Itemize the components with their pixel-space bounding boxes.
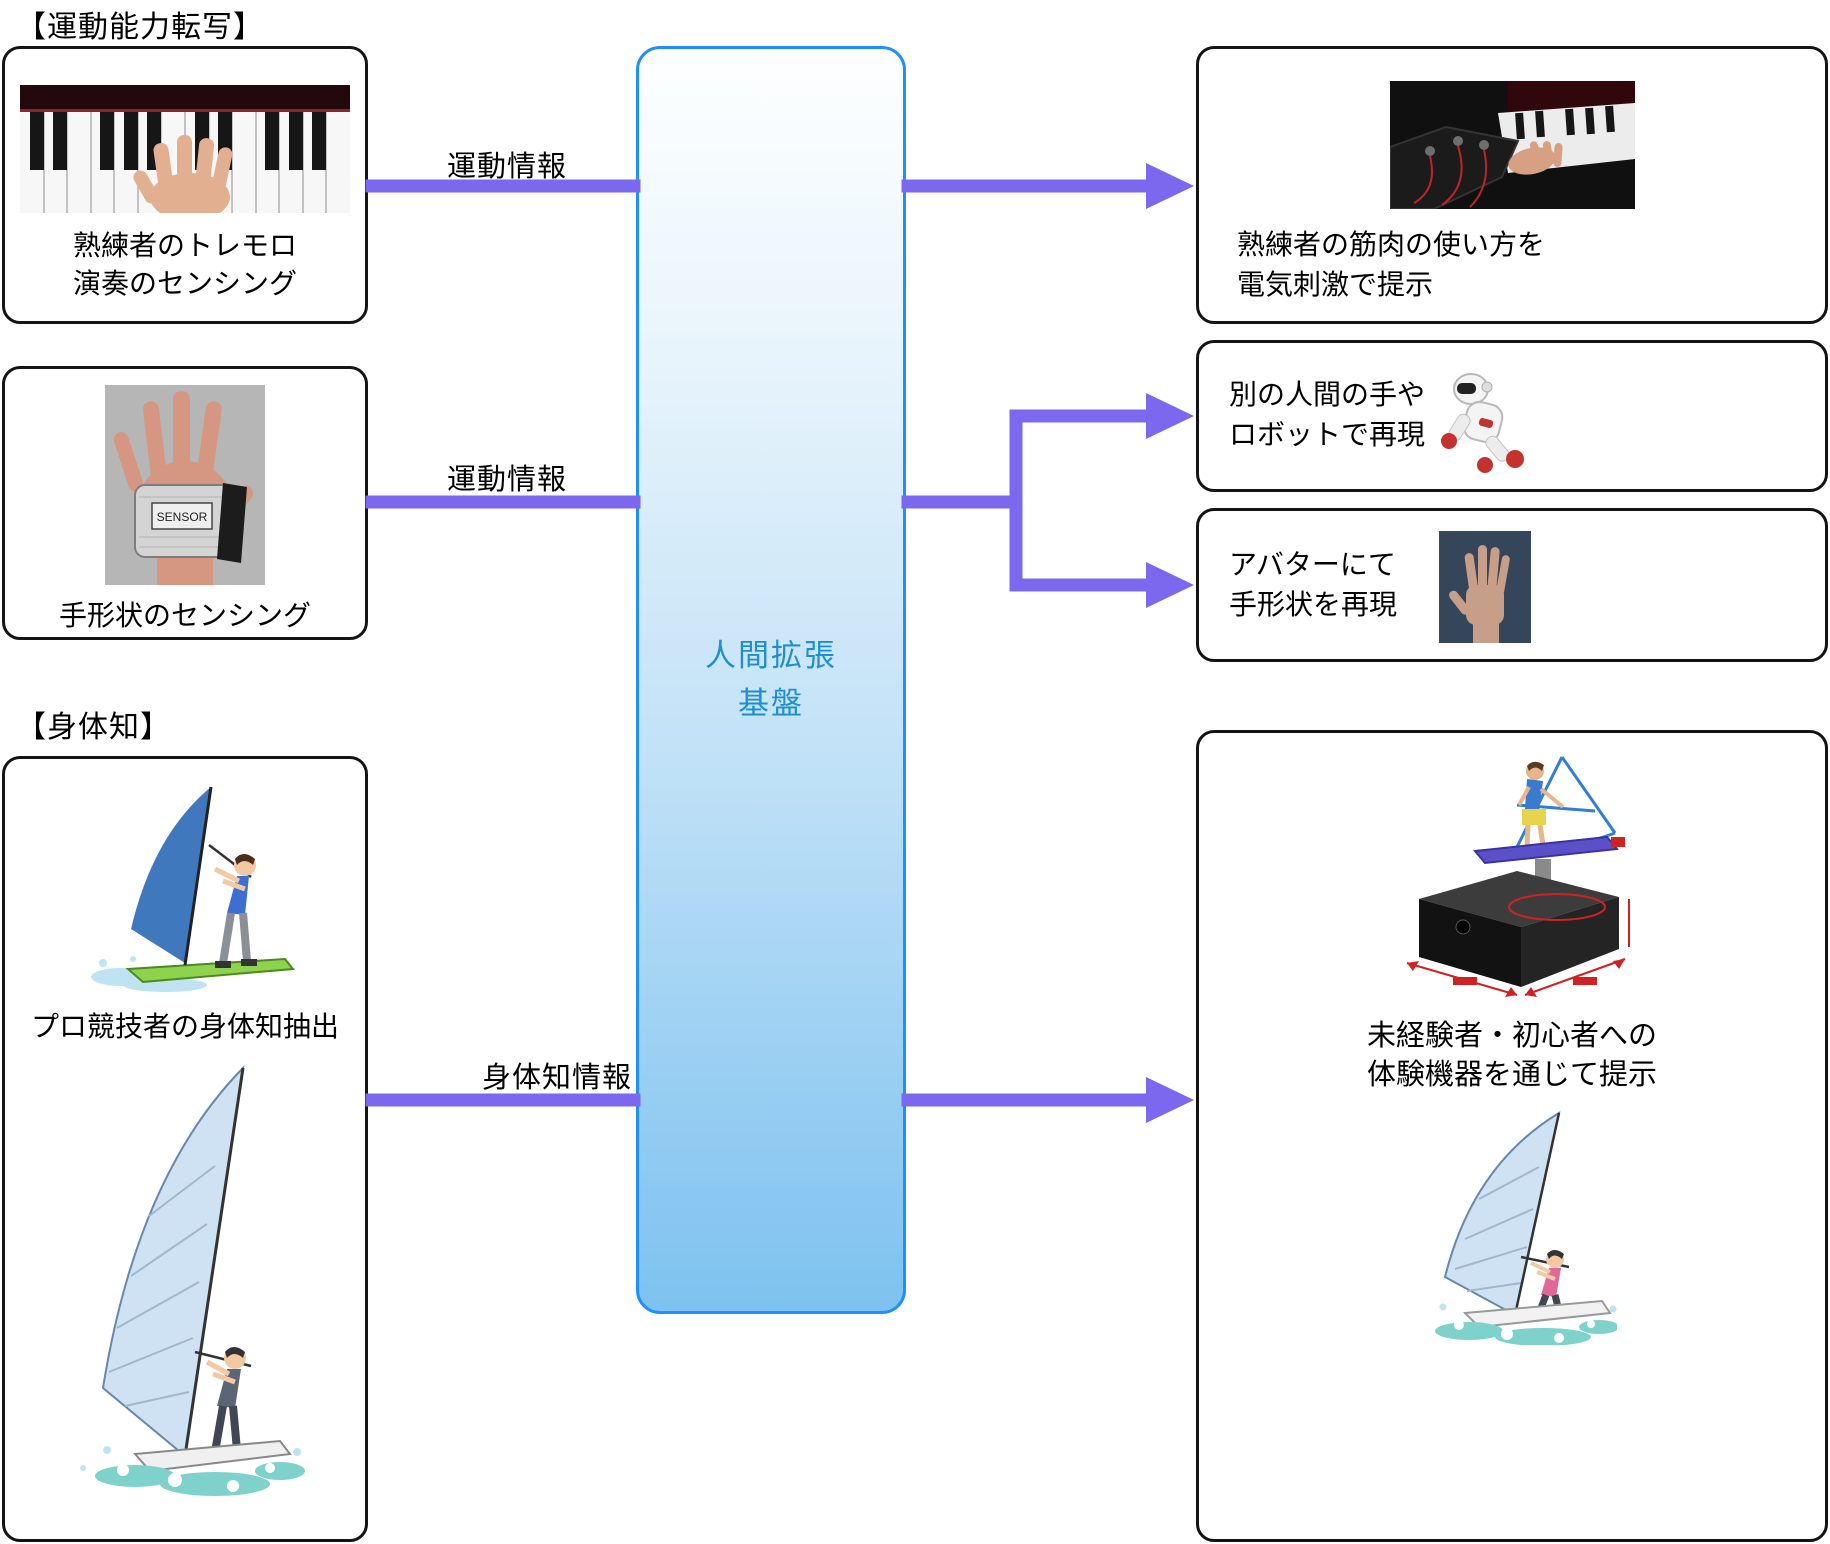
piano-hand-image	[20, 85, 350, 213]
training-machine-image	[1406, 756, 1630, 997]
robot-image	[1441, 373, 1524, 473]
caption-beginner-presentation: 未経験者・初心者への 体験機器を通じて提示	[1366, 1020, 1657, 1091]
human-augmentation-platform: 人間拡張 基盤	[636, 46, 906, 1314]
card-pro-athlete: プロ競技者の身体知抽出	[2, 756, 368, 1542]
caption-muscle-stimulation: 熟練者の筋肉の使い方を 電気刺激で提示	[1237, 229, 1546, 300]
caption-tremolo-sensing: 熟練者のトレモロ 演奏のセンシング	[72, 230, 297, 299]
windsurfer-illustration-2	[80, 1064, 305, 1496]
avatar-hand-image	[1439, 531, 1531, 643]
caption-avatar-reproduction: アバターにて 手形状を再現	[1229, 549, 1398, 620]
sensor-text-label: SENSOR	[157, 510, 208, 524]
caption-pro-athlete: プロ競技者の身体知抽出	[30, 1011, 339, 1042]
caption-hand-shape-sensing: 手形状のセンシング	[58, 600, 311, 631]
caption-robot-reproduction: 別の人間の手や ロボットで再現	[1229, 379, 1426, 450]
section-header-embodied-knowledge: 【身体知】	[16, 711, 171, 744]
card-beginner-presentation: 未経験者・初心者への 体験機器を通じて提示	[1196, 730, 1828, 1542]
arrow-label-motor-info-middle: 運動情報	[447, 464, 568, 496]
sensor-glove-image: SENSOR	[105, 385, 265, 585]
windsurfer-illustration-3	[1435, 1110, 1617, 1345]
electro-stimulation-piano-image	[1389, 81, 1635, 209]
section-header-motor-transfer: 【運動能力転写】	[16, 11, 264, 44]
windsurfer-illustration-1	[90, 786, 295, 992]
card-hand-shape-sensing: SENSOR 手形状のセンシング	[2, 366, 368, 640]
arrow-label-motor-info-top: 運動情報	[447, 151, 568, 183]
card-tremolo-sensing: 熟練者のトレモロ 演奏のセンシング	[2, 46, 368, 324]
platform-title: 人間拡張 基盤	[705, 637, 837, 721]
card-avatar-reproduction: アバターにて 手形状を再現	[1196, 508, 1828, 662]
card-muscle-stimulation: 熟練者の筋肉の使い方を 電気刺激で提示	[1196, 46, 1828, 324]
arrow-label-embodied-info: 身体知情報	[482, 1062, 633, 1094]
card-robot-reproduction: 別の人間の手や ロボットで再現	[1196, 340, 1828, 492]
